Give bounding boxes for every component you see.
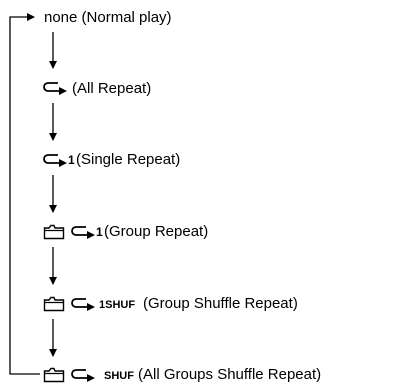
mode-row-all-groups-shuffle-repeat: SHUF (All Groups Shuffle Repeat) (43, 366, 321, 383)
mode-label: (Group Shuffle Repeat) (143, 295, 298, 312)
repeat-icon (71, 298, 95, 311)
repeat-indicator: 1 (68, 153, 75, 167)
repeat-icon (71, 226, 95, 239)
mode-row-normal-play: none (Normal play) (44, 9, 172, 26)
shuffle-indicator: 1SHUF (99, 299, 135, 311)
folder-icon (43, 224, 65, 240)
repeat-icon (71, 369, 95, 382)
repeat-icon (43, 82, 67, 95)
loop-back-connector (9, 13, 40, 375)
repeat-icon (43, 154, 67, 167)
mode-row-group-repeat: 1 (Group Repeat) (43, 223, 208, 240)
repeat-indicator: 1 (96, 225, 103, 239)
folder-icon (43, 367, 65, 383)
mode-label: (All Groups Shuffle Repeat) (138, 366, 321, 383)
folder-icon (43, 296, 65, 312)
mode-row-all-repeat: (All Repeat) (43, 80, 151, 97)
mode-row-single-repeat: 1 (Single Repeat) (43, 151, 180, 168)
mode-row-group-shuffle-repeat: 1SHUF (Group Shuffle Repeat) (43, 295, 298, 312)
shuffle-indicator: SHUF (104, 370, 134, 382)
mode-label: (Group Repeat) (104, 223, 208, 240)
mode-label: (All Repeat) (72, 80, 151, 97)
mode-label: (Single Repeat) (76, 151, 180, 168)
mode-label: none (Normal play) (44, 9, 172, 26)
